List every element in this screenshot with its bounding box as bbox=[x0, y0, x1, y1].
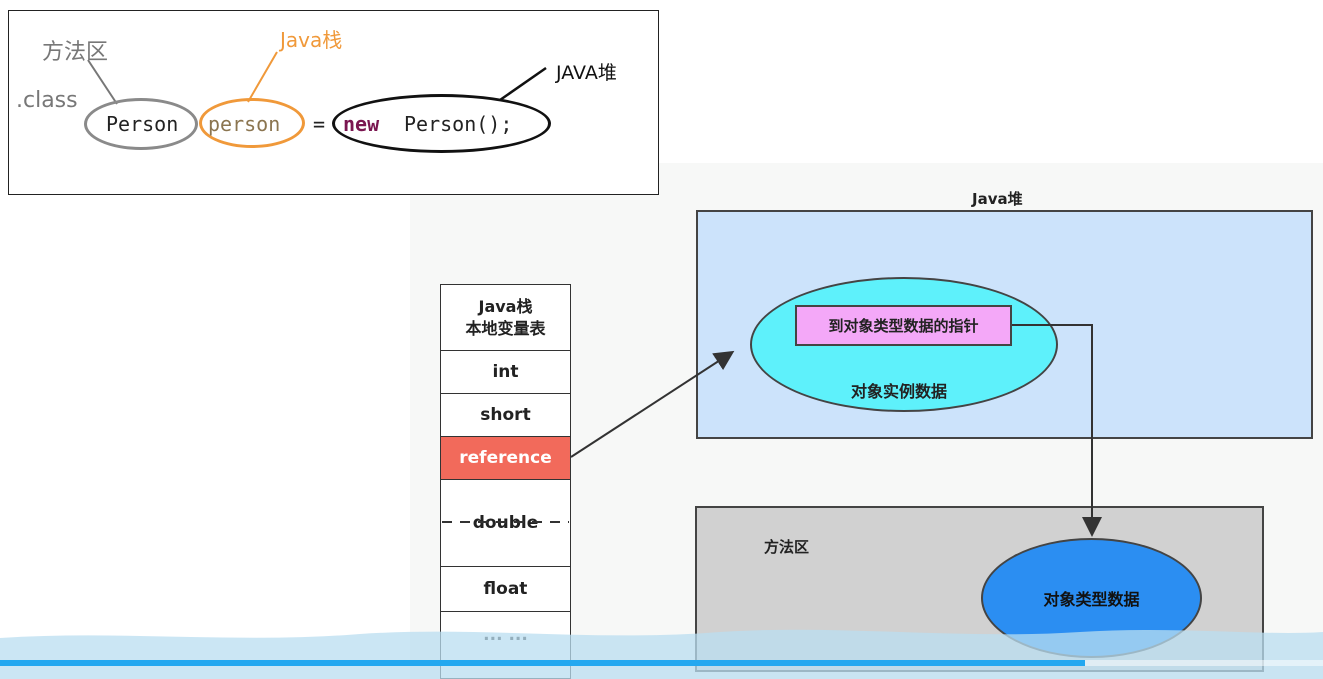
method-area-pointer-line bbox=[87, 59, 118, 105]
class-label: .class bbox=[16, 88, 78, 113]
stack-header-line2: 本地变量表 bbox=[465, 318, 546, 338]
stack-row-short: short bbox=[441, 394, 570, 437]
instance-data-label: 对象实例数据 bbox=[851, 382, 948, 401]
code-class-name: Person bbox=[106, 112, 179, 136]
stack-table-header: Java栈 本地变量表 bbox=[441, 285, 570, 351]
stack-row-int: int bbox=[441, 351, 570, 394]
type-data-label: 对象类型数据 bbox=[1043, 590, 1140, 609]
type-pointer-label: 到对象类型数据的指针 bbox=[828, 317, 979, 335]
java-heap-label: JAVA堆 bbox=[556, 62, 617, 84]
code-annotation-lines bbox=[87, 51, 547, 105]
double-slot-dashed-divider bbox=[442, 521, 569, 523]
code-constructor: Person(); bbox=[404, 112, 513, 136]
stack-row-reference: reference bbox=[441, 437, 570, 480]
java-stack-pointer-line bbox=[247, 51, 278, 103]
method-area-label: 方法区 bbox=[42, 40, 109, 65]
code-variable-name: person bbox=[208, 112, 281, 136]
java-stack-table: Java栈 本地变量表 int short reference double f… bbox=[440, 284, 571, 679]
java-heap-title: Java堆 bbox=[972, 190, 1023, 208]
java-stack-label: Java栈 bbox=[280, 28, 343, 52]
video-progress-fill bbox=[0, 660, 1085, 666]
code-new-keyword: new bbox=[343, 112, 380, 136]
type-pointer-box: 到对象类型数据的指针 bbox=[795, 305, 1012, 346]
bottom-wave-overlay bbox=[0, 629, 1323, 679]
new-object-ellipse bbox=[332, 94, 551, 153]
class-ellipse bbox=[84, 98, 198, 150]
stack-row-float: float bbox=[441, 567, 570, 612]
java-heap-pointer-line bbox=[499, 66, 547, 102]
method-area-title: 方法区 bbox=[764, 538, 810, 556]
stack-header-line1: Java栈 bbox=[478, 296, 533, 316]
variable-ellipse bbox=[199, 98, 305, 148]
code-equals: = bbox=[313, 112, 326, 136]
